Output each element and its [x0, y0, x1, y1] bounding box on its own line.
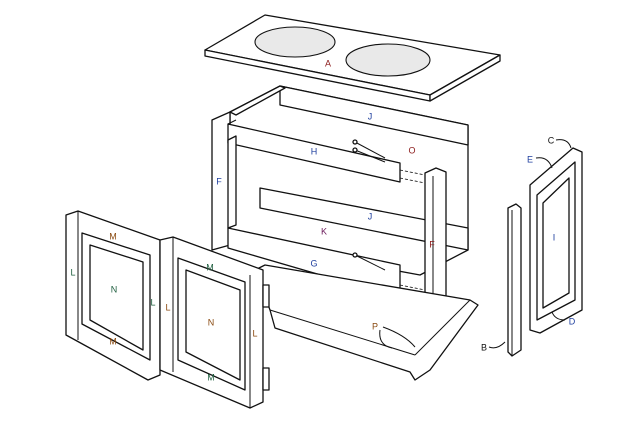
side-frame: [379, 139, 583, 349]
label-m-2: M: [109, 336, 117, 346]
label-p: P: [372, 321, 378, 331]
left-door: [65, 210, 161, 381]
label-d: D: [569, 316, 576, 326]
label-j-top: J: [368, 111, 373, 121]
label-l-1: L: [70, 267, 75, 277]
label-o: O: [408, 145, 415, 155]
label-g: G: [310, 258, 317, 268]
label-i: I: [553, 232, 556, 242]
label-e: E: [527, 154, 533, 164]
label-h: H: [311, 146, 318, 156]
label-m-3: M: [206, 262, 214, 272]
part-b-rail: [507, 203, 522, 357]
label-a: A: [325, 58, 331, 68]
label-m-4: M: [207, 372, 215, 382]
part-p-base: [254, 264, 479, 381]
part-a-top: [204, 14, 501, 102]
label-c: C: [548, 135, 555, 145]
label-f-right: F: [429, 239, 435, 249]
label-m-1: M: [109, 231, 117, 241]
label-l-4: L: [252, 328, 257, 338]
label-l-3: L: [165, 302, 170, 312]
label-f-left: F: [216, 176, 222, 186]
label-n-1: N: [111, 284, 118, 294]
label-b: B: [481, 342, 487, 352]
label-k: K: [321, 226, 327, 236]
label-l-2: L: [150, 297, 155, 307]
label-j-bottom: J: [368, 211, 373, 221]
label-n-2: N: [208, 317, 215, 327]
right-door: [159, 236, 270, 409]
